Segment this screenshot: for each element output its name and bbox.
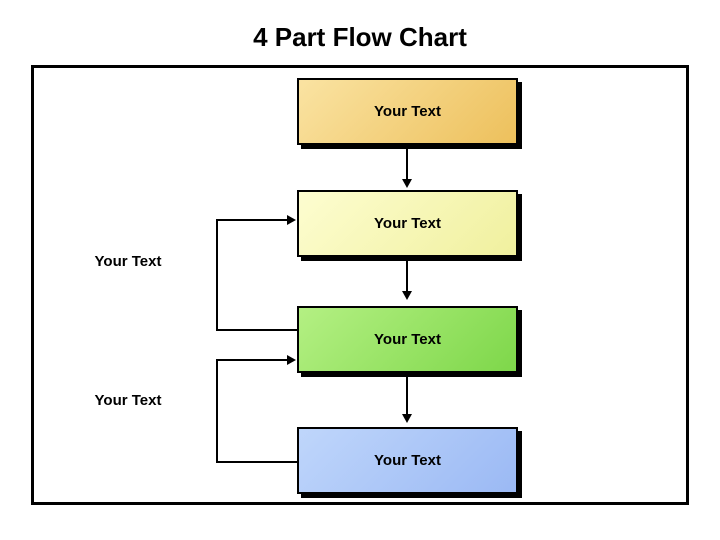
arrowhead-right-icon: [287, 215, 296, 225]
connector-step3-step4: [406, 374, 408, 414]
side-label-1: Your Text: [94, 253, 162, 270]
flow-box-step-1-label: Your Text: [374, 103, 441, 120]
bracket1-vertical-line: [216, 219, 218, 331]
flow-box-step-3: Your Text: [297, 306, 518, 373]
flow-box-step-4-label: Your Text: [374, 452, 441, 469]
flow-box-step-2-label: Your Text: [374, 215, 441, 232]
bracket1-bottom-line: [216, 329, 298, 331]
side-label-2: Your Text: [94, 392, 162, 409]
arrowhead-down-icon: [402, 414, 412, 423]
bracket2-bottom-line: [216, 461, 298, 463]
bracket1-top-line: [216, 219, 288, 221]
arrowhead-down-icon: [402, 291, 412, 300]
flow-box-step-2: Your Text: [297, 190, 518, 257]
connector-step2-step3: [406, 257, 408, 291]
connector-step1-step2: [406, 145, 408, 179]
flow-box-step-4: Your Text: [297, 427, 518, 494]
flow-box-step-1: Your Text: [297, 78, 518, 145]
arrowhead-right-icon: [287, 355, 296, 365]
bracket2-vertical-line: [216, 359, 218, 463]
bracket2-top-line: [216, 359, 288, 361]
arrowhead-down-icon: [402, 179, 412, 188]
flow-box-step-3-label: Your Text: [374, 331, 441, 348]
page-title: 4 Part Flow Chart: [253, 22, 467, 52]
